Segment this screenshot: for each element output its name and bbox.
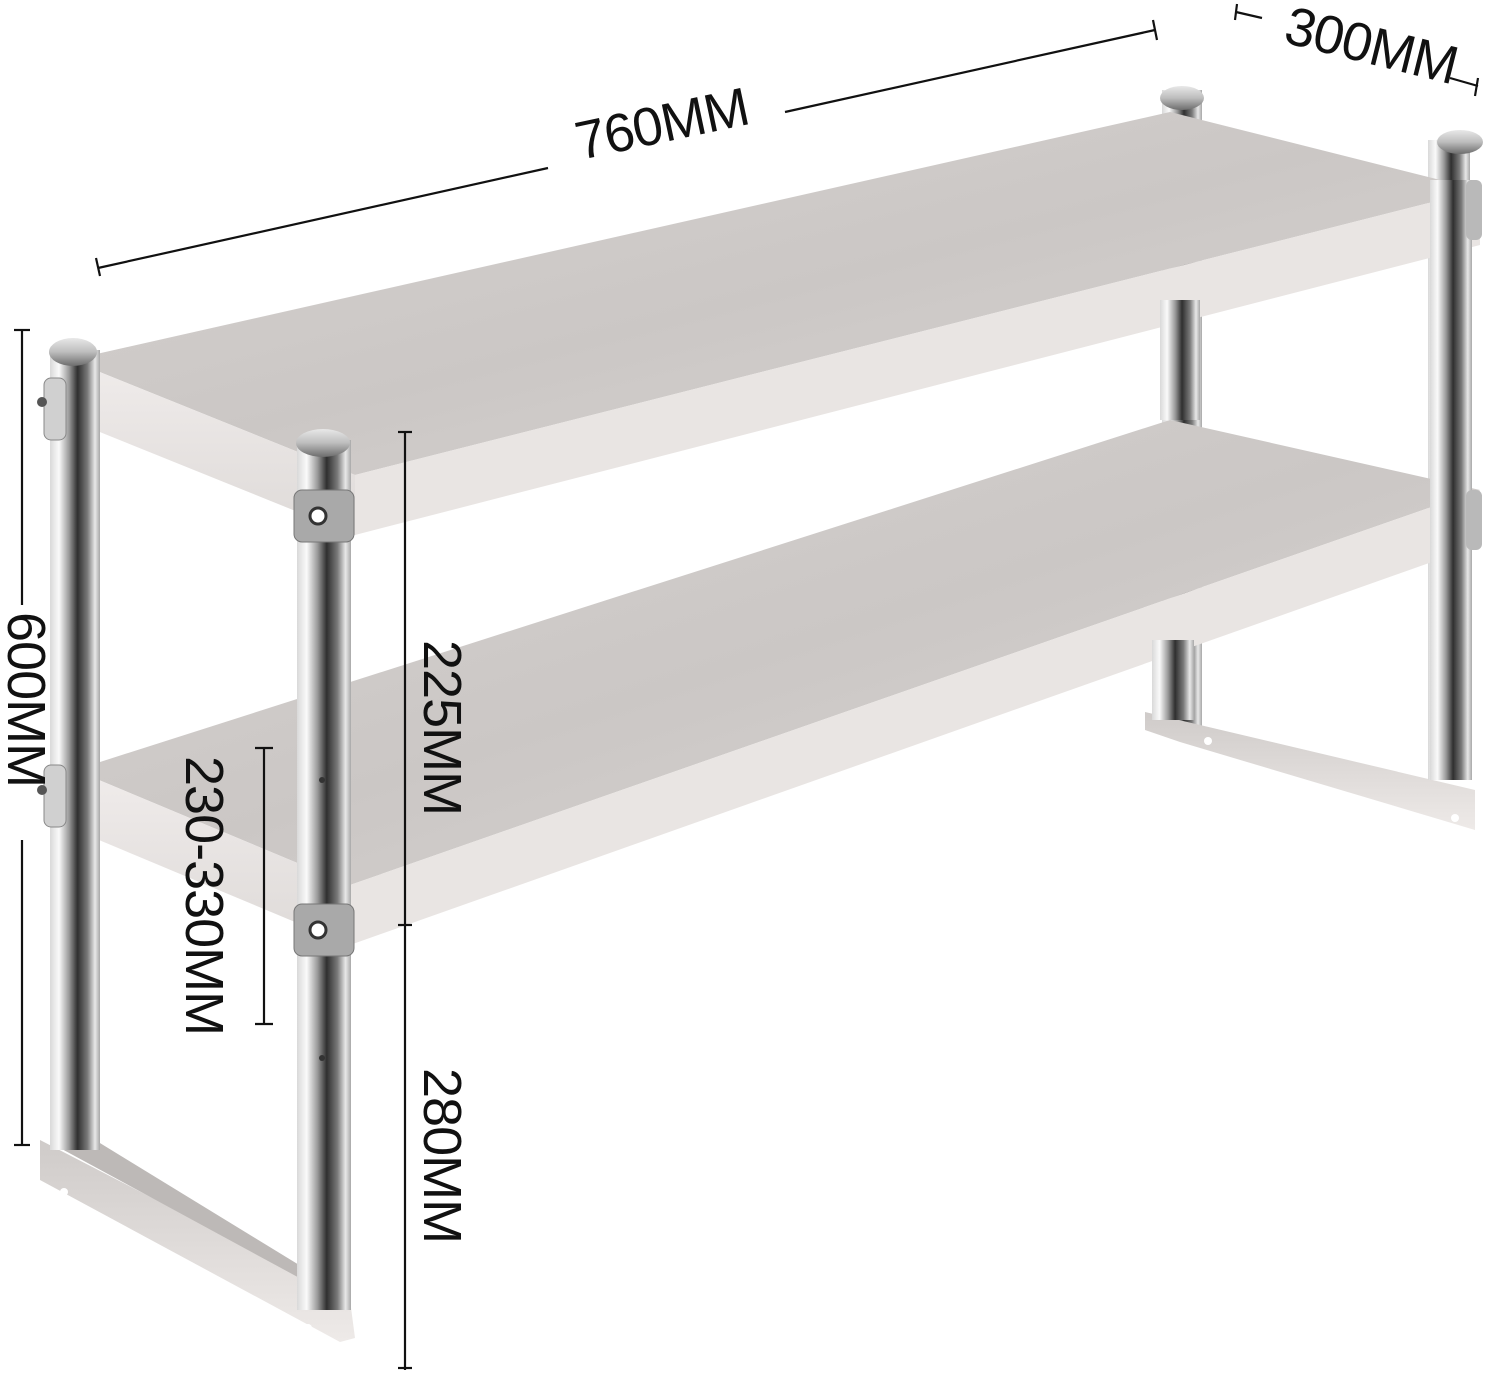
label-760mm: 760MM bbox=[570, 77, 754, 172]
left-foot-bracket bbox=[40, 1135, 355, 1342]
dimension-total-height: 600MM bbox=[0, 328, 56, 1147]
back-left-front-post bbox=[37, 338, 100, 1150]
back-post-segment bbox=[1160, 300, 1200, 420]
front-right-post-overlay bbox=[1430, 180, 1472, 780]
label-600mm: 600MM bbox=[0, 612, 56, 787]
back-post-lower-segment bbox=[1152, 640, 1194, 720]
front-left-post bbox=[293, 429, 355, 1310]
label-280mm: 280MM bbox=[412, 1068, 472, 1243]
bracket-icon bbox=[1466, 490, 1482, 550]
right-foot-bracket bbox=[1145, 712, 1475, 830]
dimension-shelf-heights: 225MM 280MM bbox=[398, 430, 472, 1370]
top-shelf bbox=[70, 112, 1480, 535]
lower-shelf bbox=[75, 420, 1480, 945]
dimension-adjustable-range: 230-330MM bbox=[174, 746, 273, 1035]
dimension-depth: 300MM bbox=[1233, 0, 1480, 97]
label-225mm: 225MM bbox=[412, 640, 472, 815]
label-300mm: 300MM bbox=[1279, 0, 1463, 96]
label-230-330mm: 230-330MM bbox=[174, 756, 234, 1035]
bracket-icon bbox=[1466, 180, 1482, 240]
